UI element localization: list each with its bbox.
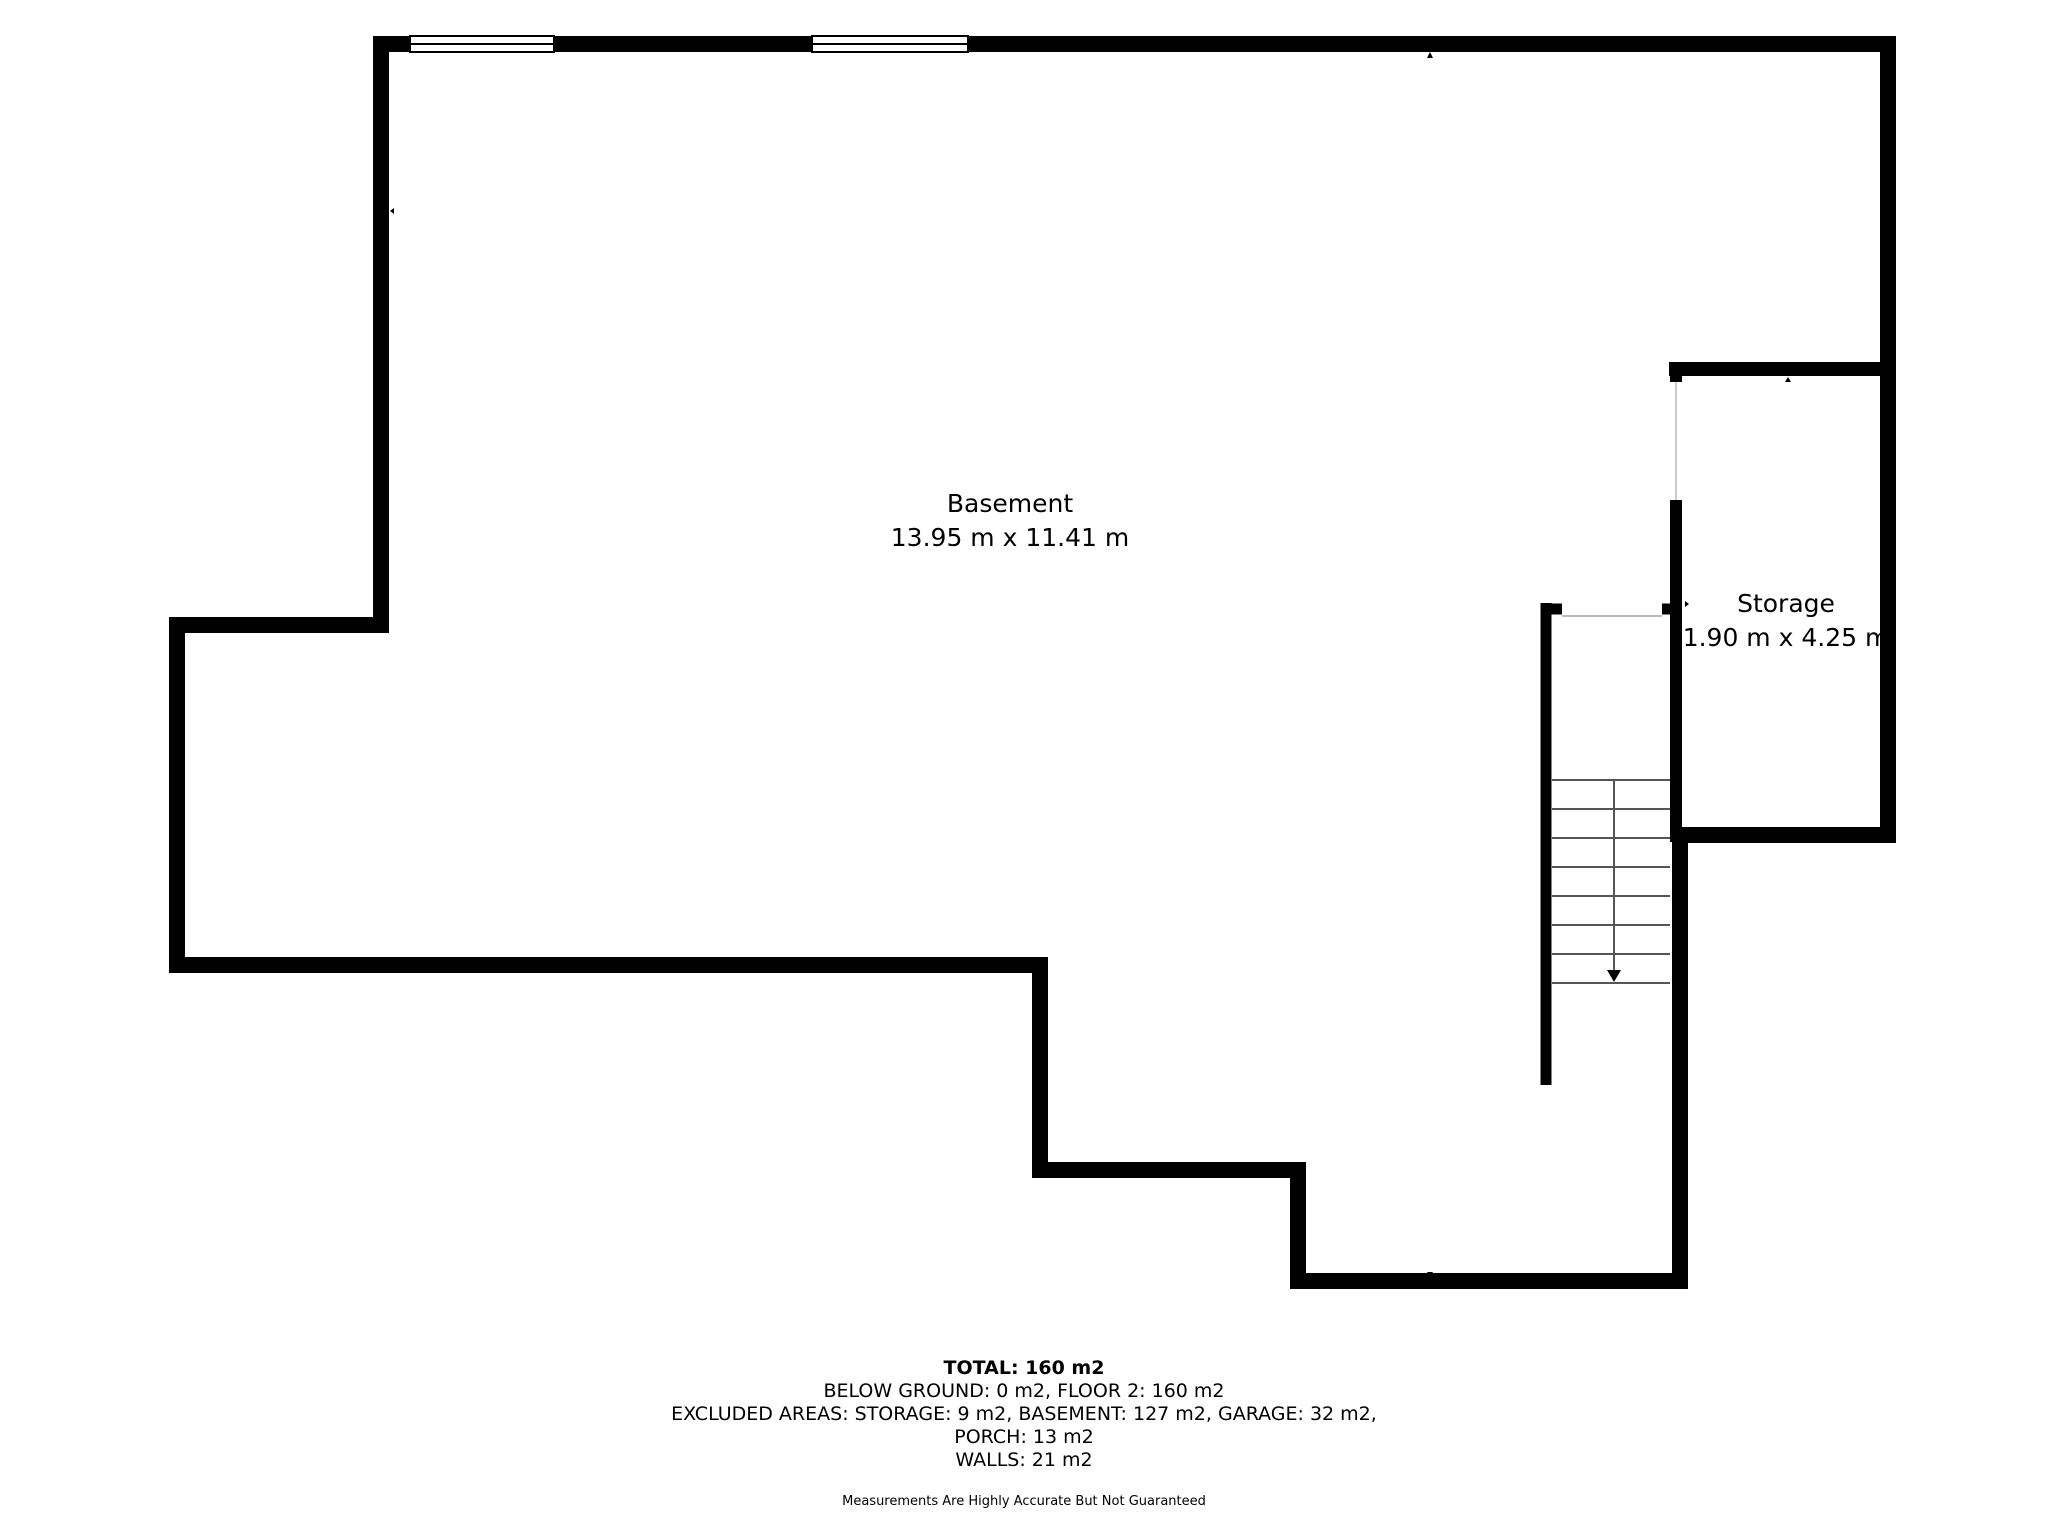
dimension-markers [390, 52, 1886, 1277]
staircase [1552, 779, 1670, 984]
stair-direction-arrow-icon [1607, 970, 1621, 982]
summary-line-4: WALLS: 21 m2 [955, 1449, 1093, 1471]
disclaimer: Measurements Are Highly Accurate But Not… [842, 1494, 1206, 1509]
summary-line-2: EXCLUDED AREAS: STORAGE: 9 m2, BASEMENT:… [671, 1403, 1377, 1425]
window-left [409, 35, 555, 53]
summary-line-3: PORCH: 13 m2 [954, 1426, 1094, 1448]
storage-label: Storage 1.90 m x 4.25 m [1676, 587, 1896, 655]
basement-dimensions: 13.95 m x 11.41 m [890, 523, 1130, 552]
exterior-wall-outline [169, 36, 1896, 1289]
window-right [811, 35, 969, 53]
summary-line-1: BELOW GROUND: 0 m2, FLOOR 2: 160 m2 [823, 1380, 1225, 1402]
basement-label: Basement 13.95 m x 11.41 m [780, 487, 1240, 555]
area-summary: TOTAL: 160 m2 BELOW GROUND: 0 m2, FLOOR … [524, 1357, 1524, 1472]
total-area: TOTAL: 160 m2 [943, 1357, 1105, 1379]
basement-name: Basement [946, 489, 1074, 518]
storage-name: Storage [1737, 589, 1835, 618]
storage-dimensions: 1.90 m x 4.25 m [1682, 623, 1890, 652]
